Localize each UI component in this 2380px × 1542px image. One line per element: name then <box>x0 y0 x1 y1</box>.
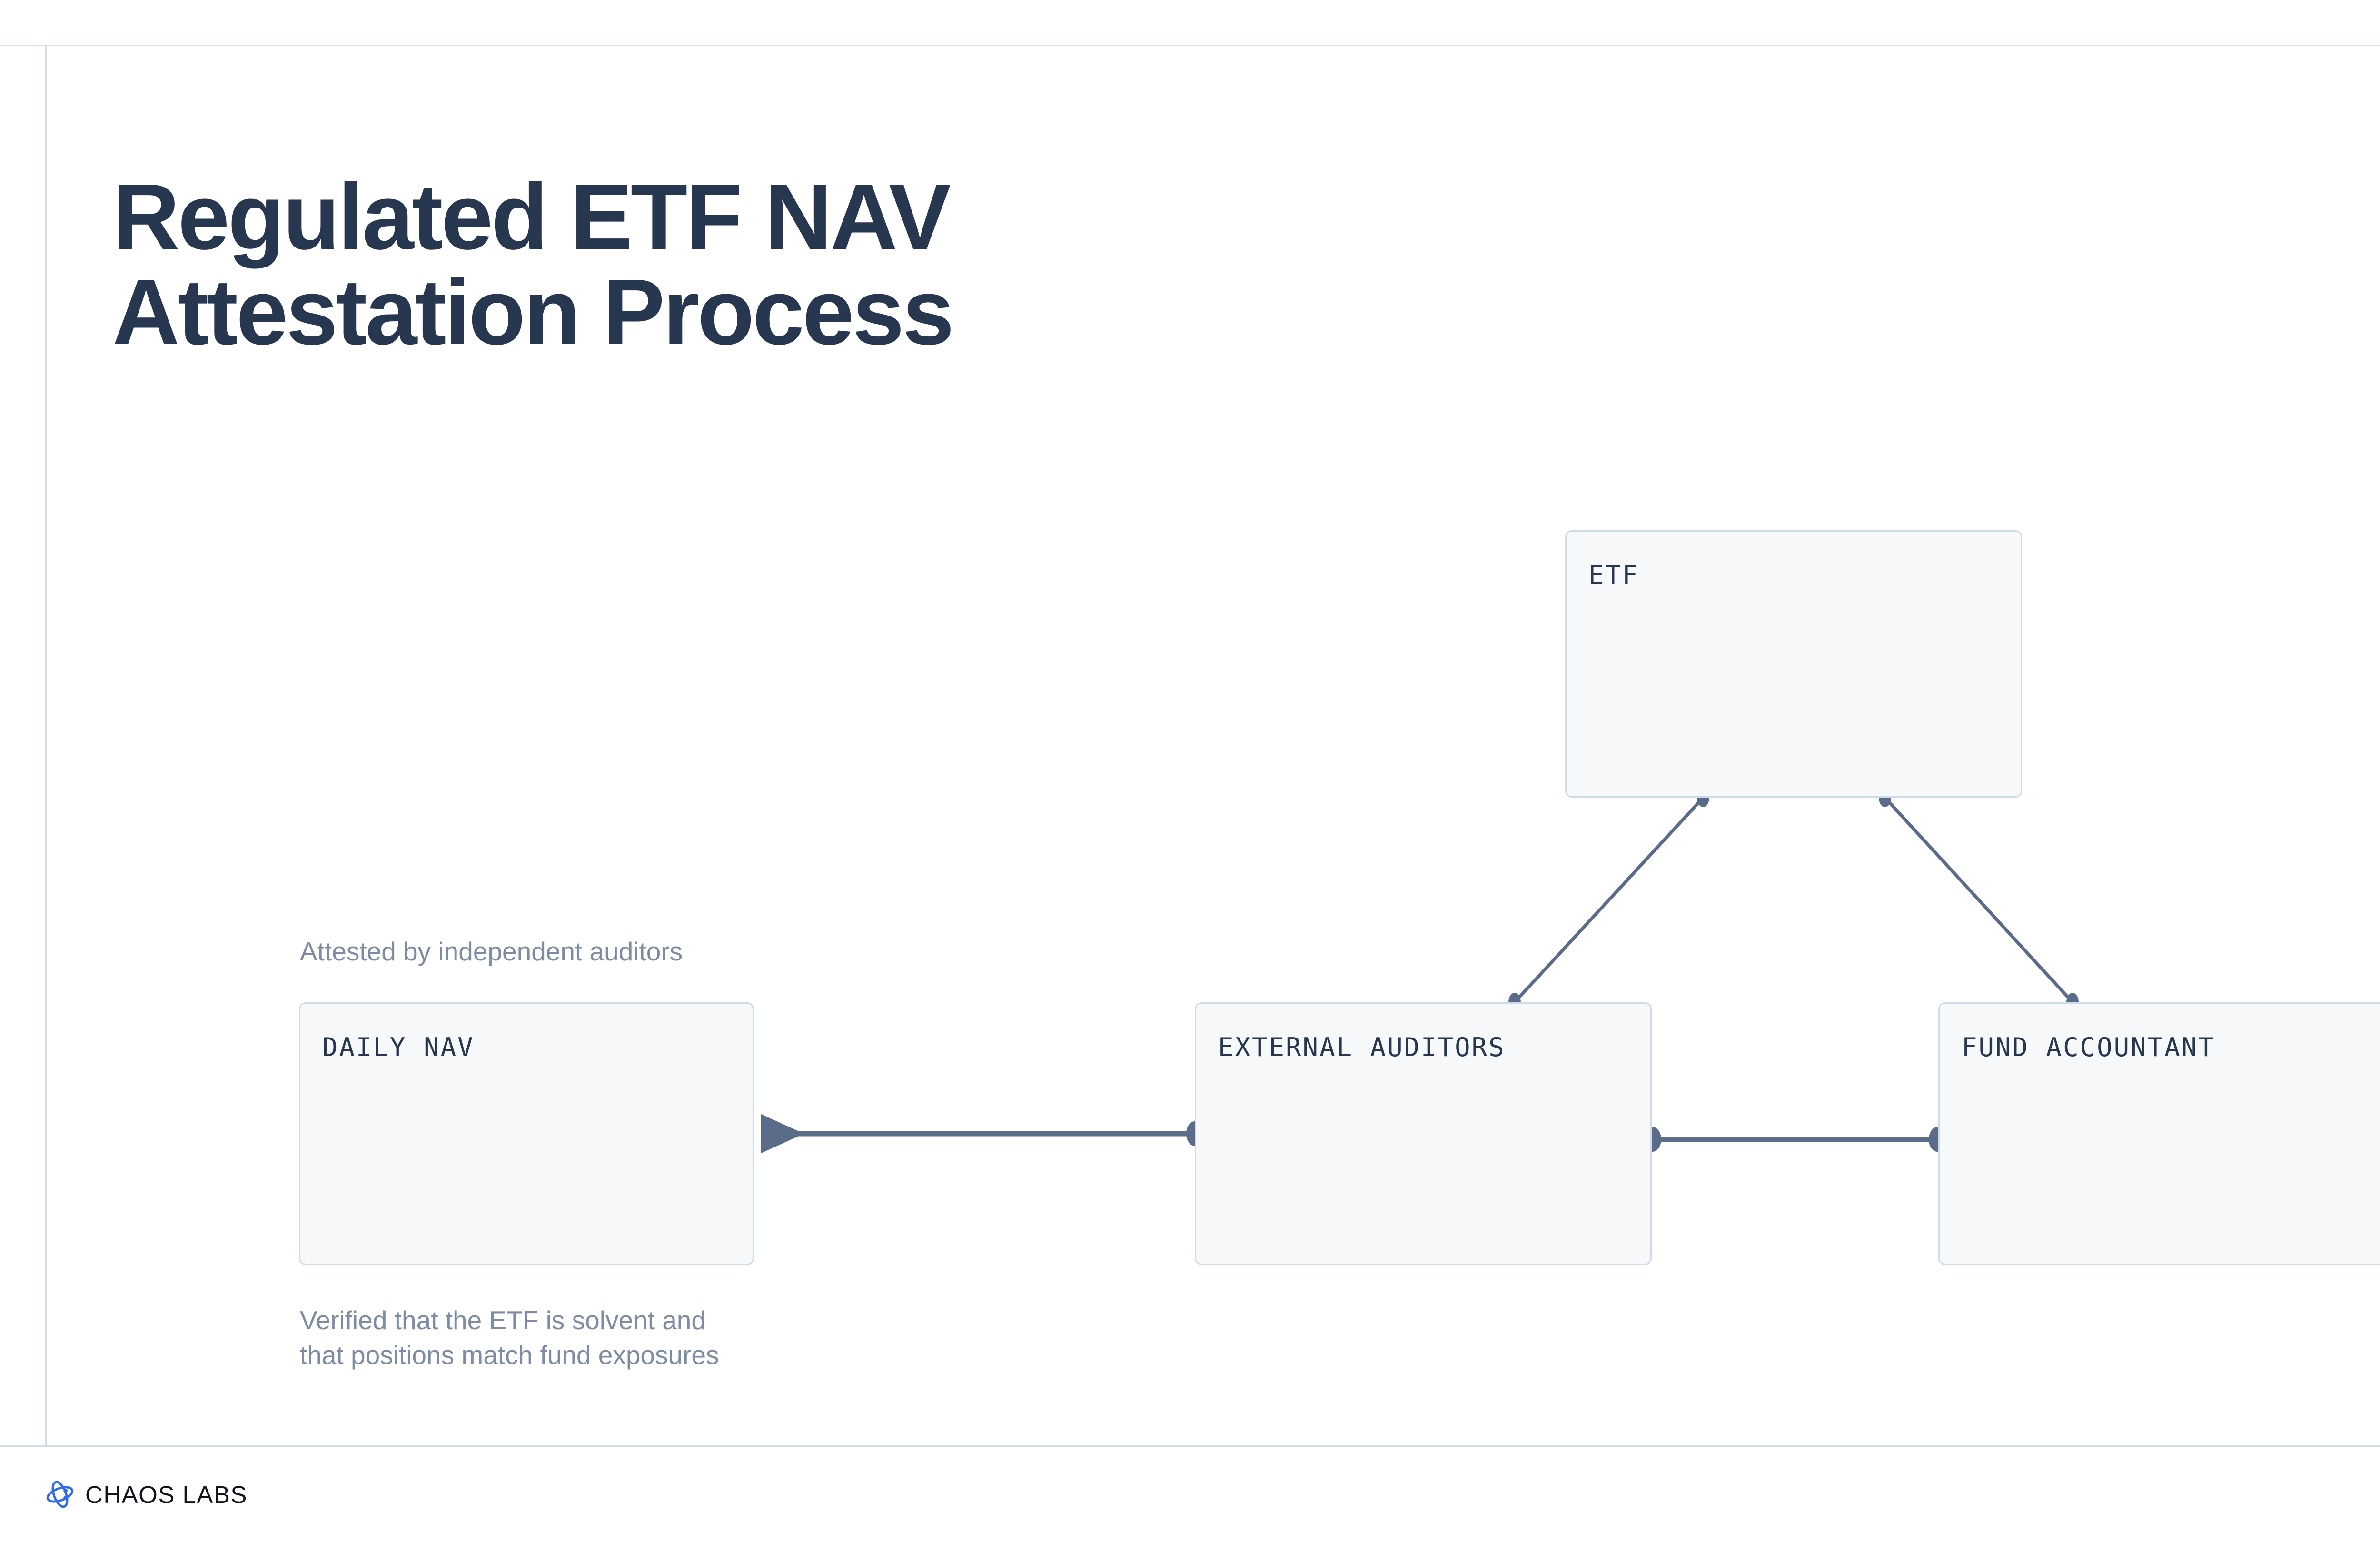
node-daily-nav[interactable]: DAILY NAV <box>299 1002 754 1265</box>
brand-name: CHAOS LABS <box>85 1481 248 1508</box>
edge-etf-to-fund-accountant <box>1879 788 2079 1012</box>
node-external-auditors[interactable]: EXTERNAL AUDITORS <box>1195 1002 1652 1265</box>
node-etf-label: ETF <box>1588 560 1639 590</box>
top-divider <box>0 45 2380 46</box>
page-title: Regulated ETF NAV Attestation Process <box>112 165 954 365</box>
edge-external-auditors-to-daily-nav <box>761 1114 1203 1154</box>
annotation-verified-solvency: Verified that the ETF is solvent and tha… <box>300 1305 719 1370</box>
edge-etf-to-external-auditors <box>1508 788 1709 1012</box>
brand-logo[interactable]: CHAOS LABS <box>45 1480 248 1509</box>
footer-divider <box>0 1445 2380 1447</box>
footer: CHAOS LABS <box>0 1447 2380 1542</box>
node-fund-accountant-label: FUND ACCOUNTANT <box>1962 1032 2215 1062</box>
edge-external-auditors-to-fund-accountant <box>1644 1127 1946 1152</box>
node-etf[interactable]: ETF <box>1565 530 2022 798</box>
node-external-auditors-label: EXTERNAL AUDITORS <box>1218 1032 1506 1062</box>
node-daily-nav-label: DAILY NAV <box>322 1032 475 1062</box>
left-rule <box>45 46 47 1445</box>
annotation-attested-by: Attested by independent auditors <box>300 937 683 966</box>
chaos-labs-atom-icon <box>46 1481 74 1508</box>
node-fund-accountant[interactable]: FUND ACCOUNTANT <box>1938 1002 2380 1265</box>
